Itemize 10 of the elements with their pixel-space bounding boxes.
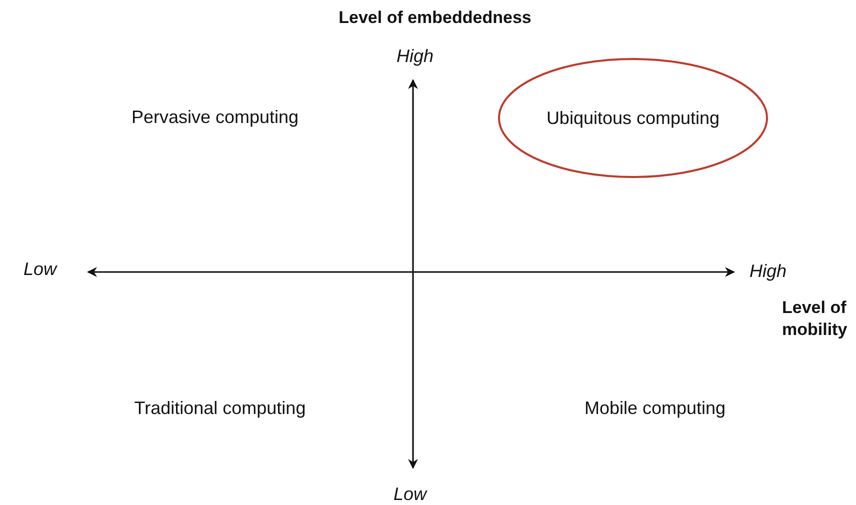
axis-tick-label: High xyxy=(748,260,788,283)
quadrant-label: Traditional computing xyxy=(133,397,307,420)
quadrant-label: Mobile computing xyxy=(583,397,727,420)
quadrant-label: Pervasive computing xyxy=(130,106,300,129)
quadrant-label: Ubiquitous computing xyxy=(546,108,720,128)
axis-tick-label: High xyxy=(395,45,435,68)
axis-tick-label: Low xyxy=(22,258,58,281)
axis-title: Level of mobility xyxy=(782,297,848,342)
axis-tick-label: Low xyxy=(392,483,428,505)
axis-title: Level of embeddedness xyxy=(338,8,532,28)
